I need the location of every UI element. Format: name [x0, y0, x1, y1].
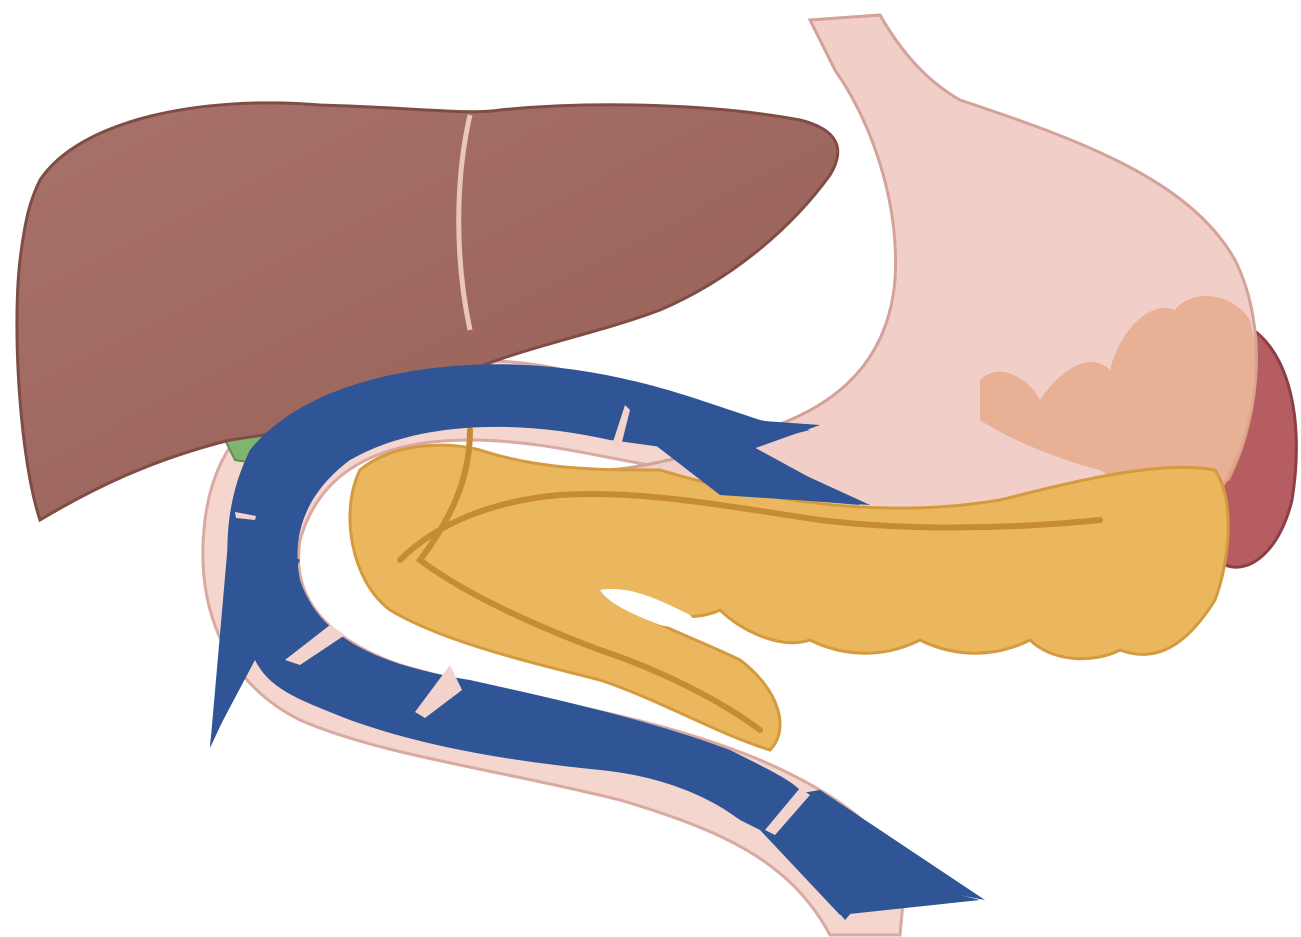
anatomy-illustration — [0, 0, 1301, 937]
